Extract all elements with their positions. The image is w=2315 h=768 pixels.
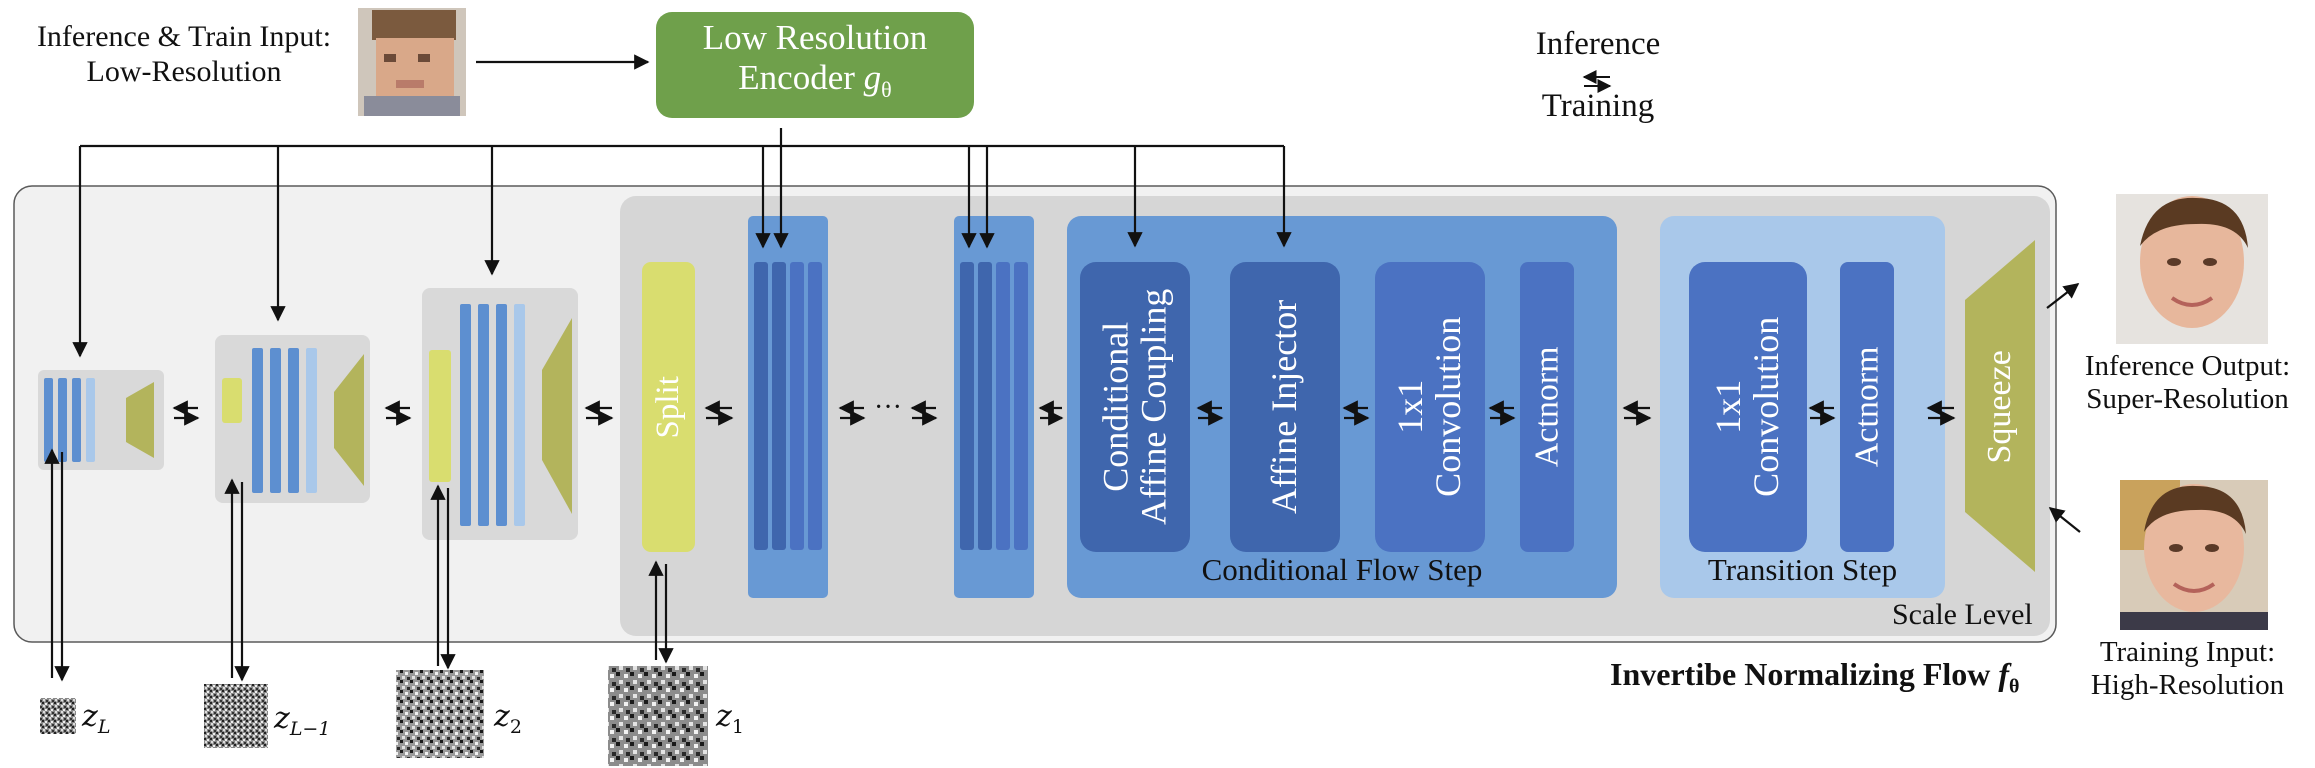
conv-1x1-block: [1375, 262, 1485, 552]
inference-output-label: Inference Output: Super-Resolution: [2060, 350, 2315, 417]
input-low-res-image: [358, 8, 466, 116]
transition-step-caption: Transition Step: [1707, 552, 1898, 587]
input-label: Inference & Train Input: Low-Resolution: [14, 20, 354, 89]
level-l-block: [38, 370, 164, 470]
flow-step-column-1: [748, 216, 828, 598]
squeeze-block: [1965, 240, 2035, 572]
latent-z-2-base: z: [494, 699, 510, 734]
latent-z-l-minus-1-base: z: [274, 701, 290, 736]
transition-actnorm-block: [1840, 262, 1894, 552]
latent-z-l-sub: L: [97, 716, 111, 738]
encoder-line2-wrap: Encoder gθ: [656, 58, 974, 102]
flow-ellipsis: ···: [874, 392, 902, 423]
conv-line1: 1x1: [1390, 380, 1431, 434]
legend-training: Training: [1541, 88, 1655, 124]
conditional-flow-step-caption: Conditional Flow Step: [1201, 552, 1483, 587]
encoder-subscript: θ: [881, 77, 892, 103]
latent-z-l-base: z: [82, 699, 98, 734]
latent-z-1-sub: 1: [731, 716, 744, 738]
latent-z-1-base: z: [716, 699, 732, 734]
split-label: Split: [642, 262, 695, 552]
latent-z-l-image: [40, 698, 76, 734]
actnorm-label: Actnorm: [1520, 262, 1574, 552]
encoder-symbol: g: [863, 58, 882, 98]
latent-z-2-sub: 2: [509, 716, 522, 738]
training-input-line2: High-Resolution: [2090, 669, 2285, 702]
normalizing-flow-title: Invertibe Normalizing Flow fθ: [1610, 656, 2050, 698]
split-block: [642, 262, 695, 552]
latent-z-l-minus-1-image: [204, 684, 268, 748]
training-input-line1: Training Input:: [2099, 636, 2276, 668]
conditional-affine-coupling-label: Conditional Affine Coupling: [1080, 262, 1190, 552]
latent-z-l-minus-1-label: zL−1: [274, 701, 331, 741]
latent-arrows: [44, 448, 674, 682]
flow-title-subscript: θ: [2009, 675, 2020, 698]
transition-conv-block: [1689, 262, 1807, 552]
squeeze-text: Squeeze: [1981, 350, 2019, 464]
encoder-label: Low Resolution Encoder gθ: [656, 18, 974, 103]
flow-title-symbol: f: [1998, 656, 2010, 692]
latent-z-1-label: z1: [716, 699, 744, 739]
conv-line2: Convolution: [1428, 316, 1468, 498]
transition-conv-line2: Convolution: [1746, 316, 1786, 498]
affine-injector-block: [1230, 262, 1340, 552]
transition-conv-label: 1x1 Convolution: [1689, 262, 1807, 552]
inference-output-line1: Inference Output:: [2084, 350, 2291, 382]
actnorm-block: [1520, 262, 1574, 552]
encoder-line2: Encoder: [738, 58, 855, 98]
training-high-resolution-image: [2120, 480, 2268, 630]
latent-z-2-image: [396, 670, 484, 758]
legend-arrows: [1582, 70, 1612, 93]
cond-affine-line1: Conditional: [1095, 322, 1136, 493]
transition-conv-line1: 1x1: [1708, 380, 1749, 434]
flow-exchange-arrows: [172, 400, 1956, 426]
transition-actnorm-label: Actnorm: [1840, 262, 1894, 552]
legend-inference: Inference: [1535, 26, 1661, 62]
squeeze-label: Squeeze: [1965, 262, 2035, 552]
output-super-resolution-image: [2116, 194, 2268, 344]
output-arrows: [2046, 283, 2081, 533]
encoder-line1: Low Resolution: [702, 18, 928, 57]
latent-z-l-minus-1-sub: L−1: [289, 718, 331, 740]
level-l-minus-1-block: [215, 335, 370, 503]
input-label-line2: Low-Resolution: [86, 54, 282, 88]
latent-z-1-image: [608, 666, 708, 766]
affine-injector-label: Affine Injector: [1230, 262, 1340, 552]
cond-affine-line2: Affine Coupling: [1133, 288, 1174, 526]
affine-injector-text: Affine Injector: [1264, 299, 1305, 515]
latent-z-l-label: zL: [82, 699, 111, 739]
conditioning-arrows: [72, 54, 1292, 358]
flow-step-column-2: [954, 216, 1034, 598]
training-input-label: Training Input: High-Resolution: [2060, 636, 2315, 703]
inference-output-line2: Super-Resolution: [2086, 383, 2289, 416]
conv-1x1-label: 1x1 Convolution: [1375, 262, 1485, 552]
low-resolution-encoder: [656, 12, 974, 118]
input-label-line1: Inference & Train Input:: [36, 20, 332, 53]
latent-z-2-label: z2: [494, 699, 522, 739]
actnorm-text: Actnorm: [1528, 346, 1566, 468]
scale-level-caption: Scale Level: [1892, 598, 2033, 631]
flow-title-text: Invertibe Normalizing Flow: [1610, 656, 1991, 692]
level-2-block: [422, 288, 578, 540]
conditional-affine-coupling-block: [1080, 262, 1190, 552]
transition-actnorm-text: Actnorm: [1848, 346, 1886, 468]
split-text: Split: [650, 375, 687, 439]
